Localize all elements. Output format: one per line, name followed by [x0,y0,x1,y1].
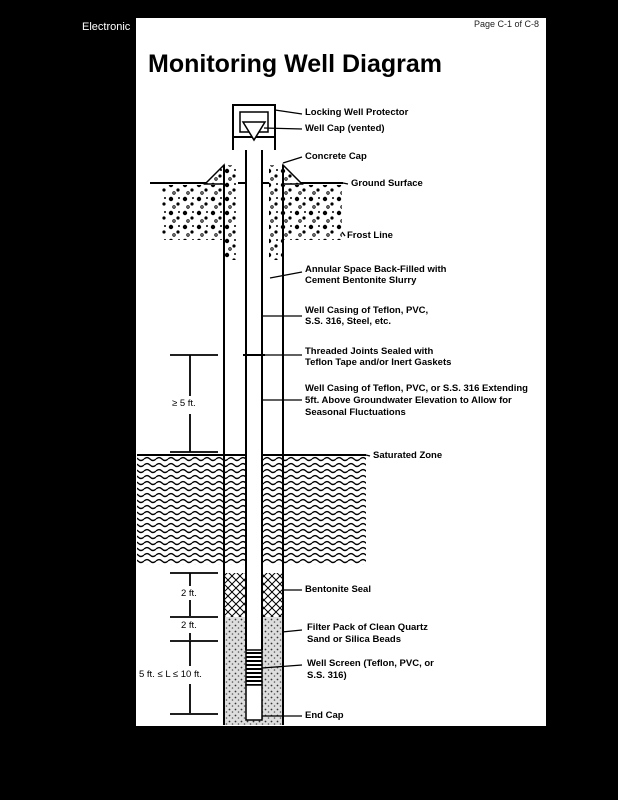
label-bentonite-seal: Bentonite Seal [305,584,371,595]
end-cap [245,684,263,721]
label-filter-line2: Sand or Silica Beads [307,634,401,645]
label-joints-line2: Teflon Tape and/or Inert Gaskets [305,357,452,368]
concrete-cap-right [282,163,304,185]
dim-screen: 5 ft. ≤ L ≤ 10 ft. [139,669,202,680]
label-joints-line1: Threaded Joints Sealed with [305,346,434,357]
label-casing-line1: Well Casing of Teflon, PVC, [305,305,429,316]
soil-left [162,185,224,240]
label-frost-line: Frost Line [347,230,393,241]
bentonite-seal-right [262,573,282,617]
concrete-cap-left [203,163,225,185]
label-saturated-zone: Saturated Zone [373,450,443,461]
document-page [136,18,546,726]
well-screen [245,649,263,686]
label-casing-line2: S.S. 316, Steel, etc. [305,316,392,327]
label-screen-line1: Well Screen (Teflon, PVC, or [307,658,434,669]
soil-right [283,185,342,240]
label-well-cap: Well Cap (vented) [305,123,385,134]
well-cap [241,121,267,142]
label-extend-line3: Seasonal Fluctuations [305,407,406,418]
dim-above-water: ≥ 5 ft. [172,398,196,409]
label-annular-line2: Cement Bentonite Slurry [305,275,417,286]
label-ground-surface: Ground Surface [351,178,423,189]
label-locking-well-protector: Locking Well Protector [305,107,409,118]
label-extend-line1: Well Casing of Teflon, PVC, or S.S. 316 … [305,383,528,394]
dim-filter-top: 2 ft. [181,620,197,631]
bentonite-seal-left [225,573,246,617]
label-concrete-cap: Concrete Cap [305,151,367,162]
diagram-title: Monitoring Well Diagram [148,50,442,78]
page-number: Page C-1 of C-8 [474,19,540,29]
annular-fill-upper-right [269,165,283,260]
document-source-label: Electronic [82,21,131,33]
label-screen-line2: S.S. 316) [307,670,347,681]
label-filter-line1: Filter Pack of Clean Quartz [307,622,428,633]
dim-seal: 2 ft. [181,588,197,599]
label-end-cap: End Cap [305,710,344,721]
label-annular-line1: Annular Space Back-Filled with [305,264,447,275]
annular-fill-upper-left [224,165,238,260]
label-extend-line2: 5ft. Above Groundwater Elevation to Allo… [305,395,512,406]
